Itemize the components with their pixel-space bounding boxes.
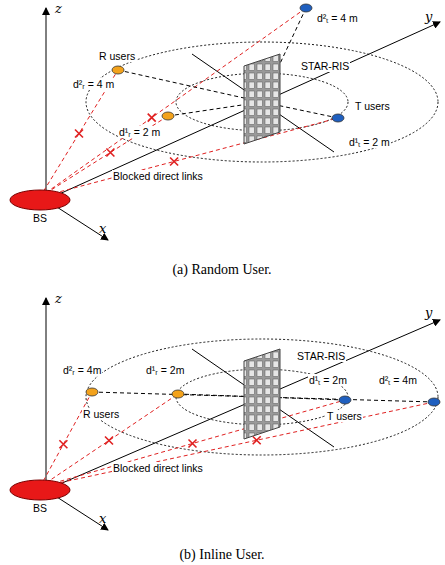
blocked-link bbox=[40, 400, 345, 487]
distance-label: d²ᵣ = 4m bbox=[62, 364, 102, 376]
r-user bbox=[172, 390, 184, 398]
note: Blocked direct links bbox=[112, 170, 204, 182]
block-cross bbox=[75, 130, 83, 138]
device-label: STAR-RIS bbox=[300, 60, 350, 72]
distance-label: d²ᵣ = 4 m bbox=[72, 78, 115, 90]
distance-label: d²ₜ = 4 m bbox=[316, 12, 359, 24]
blocked-link bbox=[40, 116, 168, 197]
r-user bbox=[112, 66, 124, 74]
distance-label: d¹ᵣ = 2 m bbox=[118, 126, 161, 138]
blocked-link bbox=[40, 70, 118, 197]
t-user bbox=[339, 396, 351, 404]
t-user bbox=[300, 4, 312, 12]
blocked-link bbox=[40, 118, 338, 197]
blocked-link bbox=[40, 402, 434, 487]
axis-label: z bbox=[54, 292, 63, 307]
t-user bbox=[428, 398, 440, 406]
device-label: R users bbox=[82, 408, 120, 420]
distance-label: d²ₜ = 4m bbox=[378, 374, 418, 386]
axis-label: x bbox=[98, 512, 107, 527]
blocked-link bbox=[40, 8, 306, 197]
distance-label: T users bbox=[326, 410, 363, 422]
star-ris-panel bbox=[244, 54, 280, 144]
distance-label: d¹ₜ = 2 m bbox=[348, 136, 391, 148]
distance-label: d¹ᵣ = 2m bbox=[145, 364, 185, 376]
star-ris-panel bbox=[244, 349, 280, 439]
block-cross bbox=[189, 440, 197, 448]
outer-circle bbox=[86, 339, 438, 455]
axis-label: z bbox=[54, 2, 63, 17]
t-user bbox=[332, 114, 344, 122]
outer-circle bbox=[86, 42, 438, 162]
y-axis bbox=[46, 22, 440, 200]
axis-label: y bbox=[424, 10, 433, 25]
caption: (b) Inline User. bbox=[178, 547, 265, 563]
caption: (a) Random User. bbox=[171, 262, 272, 278]
z-axis bbox=[46, 298, 47, 485]
note: Blocked direct links bbox=[112, 462, 204, 474]
panel-random bbox=[10, 4, 440, 240]
group-label: R users bbox=[98, 50, 136, 62]
blocked-link bbox=[40, 392, 92, 487]
bs-label: BS bbox=[32, 502, 48, 514]
bs-label: BS bbox=[32, 212, 48, 224]
group-label: d¹ₜ = 2m bbox=[308, 374, 348, 386]
block-cross bbox=[170, 157, 178, 165]
block-cross bbox=[59, 440, 67, 448]
block-cross bbox=[253, 436, 261, 444]
axis-label: x bbox=[98, 222, 107, 237]
base-station bbox=[10, 480, 70, 500]
panel-inline bbox=[10, 298, 440, 530]
z-axis bbox=[46, 8, 47, 195]
block-cross bbox=[106, 148, 114, 156]
axis-label: y bbox=[424, 306, 433, 321]
ris-link bbox=[118, 70, 262, 102]
block-cross bbox=[148, 114, 156, 122]
group-label: T users bbox=[354, 100, 391, 112]
block-cross bbox=[105, 437, 113, 445]
y-axis bbox=[46, 320, 440, 490]
group-label: STAR-RIS bbox=[296, 350, 346, 362]
r-user bbox=[162, 112, 174, 120]
base-station bbox=[10, 190, 70, 210]
r-user bbox=[86, 388, 98, 396]
